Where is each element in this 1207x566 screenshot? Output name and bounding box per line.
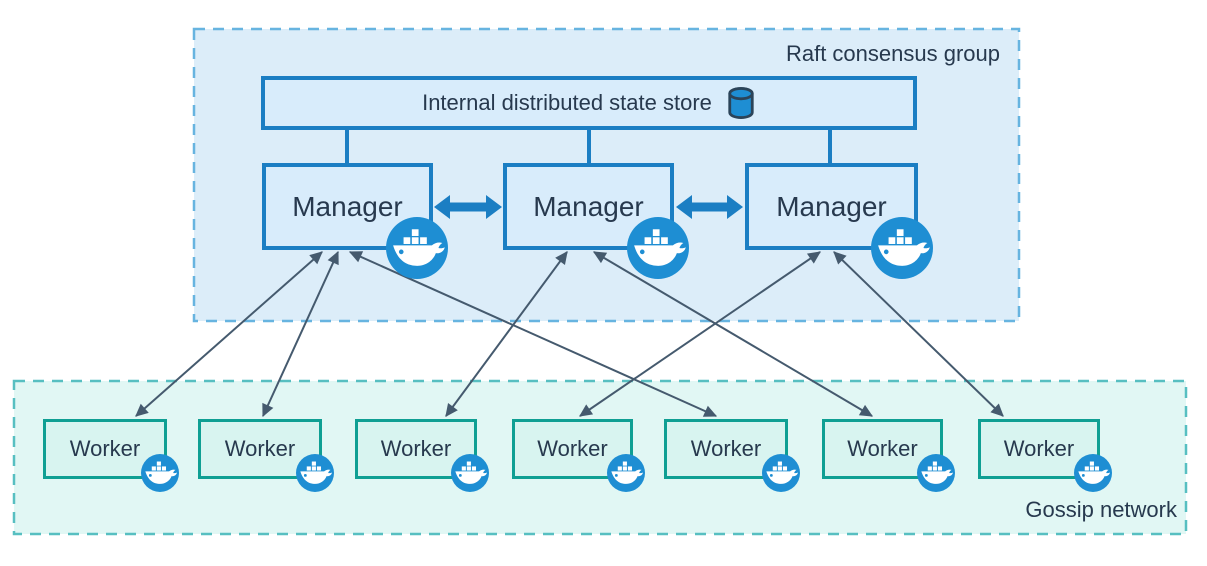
docker-whale-icon <box>451 454 489 492</box>
worker-node-3: Worker <box>355 419 477 479</box>
state-store-label: Internal distributed state store <box>422 90 712 115</box>
docker-whale-icon <box>607 454 645 492</box>
worker-label: Worker <box>380 436 452 461</box>
worker-node-6: Worker <box>822 419 943 479</box>
manager-label: Manager <box>292 190 403 222</box>
manager-node-3: Manager <box>745 163 918 250</box>
manager-worker-arrow <box>579 251 821 417</box>
store-connector-lines <box>345 128 832 165</box>
database-icon <box>728 87 754 119</box>
docker-whale-icon <box>871 217 933 279</box>
worker-label: Worker <box>224 436 296 461</box>
raft-group-label: Raft consensus group <box>785 41 1000 66</box>
worker-node-5: Worker <box>664 419 788 479</box>
manager-worker-arrow <box>833 251 1004 417</box>
docker-whale-icon <box>917 454 955 492</box>
worker-label: Worker <box>1003 436 1075 461</box>
manager-peer-arrow <box>676 195 743 219</box>
manager-node-1: Manager <box>262 163 433 250</box>
manager-label: Manager <box>533 190 644 222</box>
manager-node-2: Manager <box>503 163 674 250</box>
manager-worker-arrow <box>262 250 339 418</box>
worker-label: Worker <box>847 436 918 461</box>
worker-label: Worker <box>69 436 141 461</box>
manager-worker-arrow <box>445 251 568 417</box>
manager-worker-arrows <box>135 250 1004 418</box>
worker-node-1: Worker <box>43 419 167 479</box>
worker-label: Worker <box>690 436 762 461</box>
manager-peer-arrow <box>434 195 502 219</box>
docker-whale-icon <box>1074 454 1112 492</box>
worker-node-2: Worker <box>198 419 322 479</box>
worker-label: Worker <box>537 436 608 461</box>
docker-whale-icon <box>627 217 689 279</box>
gossip-network-label: Gossip network <box>1025 497 1177 522</box>
docker-whale-icon <box>762 454 800 492</box>
docker-whale-icon <box>386 217 448 279</box>
docker-whale-icon <box>141 454 179 492</box>
docker-whale-icon <box>296 454 334 492</box>
worker-node-4: Worker <box>512 419 633 479</box>
manager-label: Manager <box>776 190 887 222</box>
manager-peer-arrows <box>434 195 743 219</box>
worker-node-7: Worker <box>978 419 1100 479</box>
state-store-node: Internal distributed state store <box>261 76 917 130</box>
